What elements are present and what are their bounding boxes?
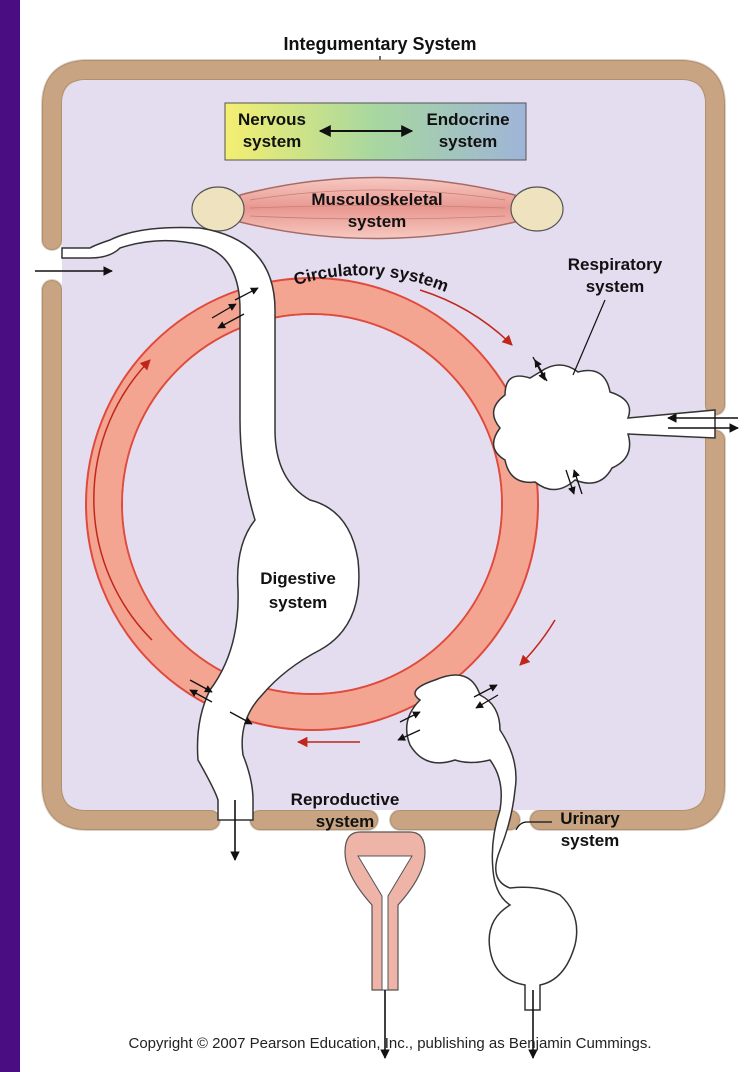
nervous-label-2: system bbox=[243, 132, 302, 151]
nervous-endocrine-box: Nervous system Endocrine system bbox=[225, 103, 526, 160]
diagram-title: Integumentary System bbox=[283, 34, 476, 54]
urinary-label-1: Urinary bbox=[560, 809, 620, 828]
bone-left bbox=[192, 187, 244, 231]
reproductive-label-2: system bbox=[316, 812, 375, 831]
respiratory-label-1: Respiratory bbox=[568, 255, 663, 274]
musculo-label-1: Musculoskeletal bbox=[311, 190, 442, 209]
endocrine-label-2: system bbox=[439, 132, 498, 151]
respiratory-label-2: system bbox=[586, 277, 645, 296]
nervous-label-1: Nervous bbox=[238, 110, 306, 129]
musculo-label-2: system bbox=[348, 212, 407, 231]
bone-right bbox=[511, 187, 563, 231]
reproductive-label-1: Reproductive bbox=[291, 790, 400, 809]
digestive-label-2: system bbox=[269, 593, 328, 612]
endocrine-label-1: Endocrine bbox=[426, 110, 509, 129]
digestive-label-1: Digestive bbox=[260, 569, 336, 588]
urinary-label-2: system bbox=[561, 831, 620, 850]
copyright-text: Copyright © 2007 Pearson Education, Inc.… bbox=[128, 1035, 651, 1052]
